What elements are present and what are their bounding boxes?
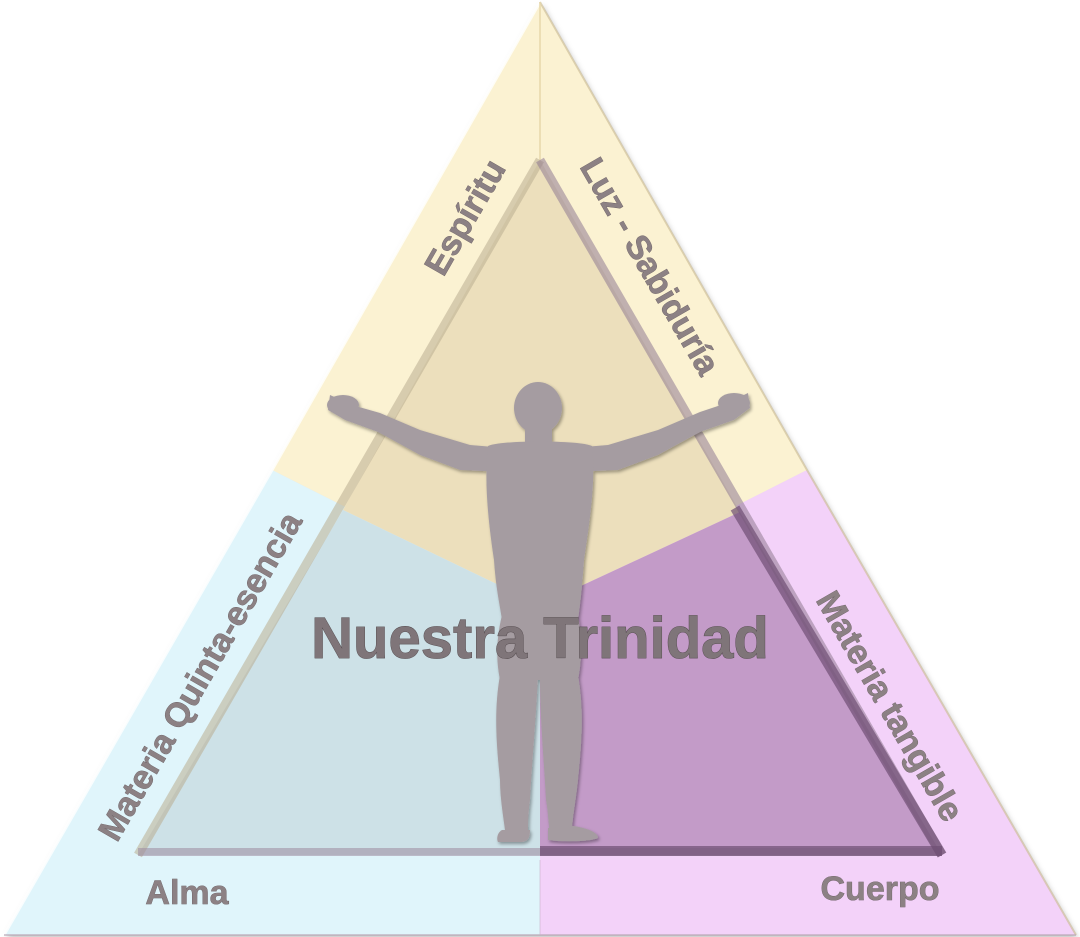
human-silhouette-icon	[327, 382, 750, 842]
inner-right-section	[540, 512, 942, 855]
label-cuerpo: Cuerpo	[821, 870, 940, 908]
diagram-title: Nuestra Trinidad	[311, 606, 769, 671]
inner-left-section	[138, 510, 540, 855]
inner-frame-right-dark	[730, 505, 947, 858]
inner-frame-left	[134, 157, 544, 858]
label-alma: Alma	[145, 874, 229, 912]
